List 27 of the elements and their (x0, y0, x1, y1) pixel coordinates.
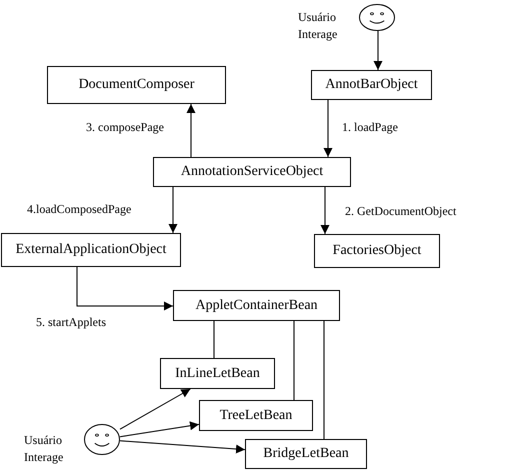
arrow (120, 421, 200, 438)
object-box: FactoriesObject (314, 234, 440, 268)
object-box: BridgeLetBean (245, 439, 367, 469)
arrow (324, 100, 332, 158)
arrow (120, 440, 246, 454)
object-box: ExternalApplicationObject (1, 233, 181, 267)
edge-label: 1. loadPage (342, 121, 398, 133)
arrow (76, 266, 174, 310)
object-box: InLineLetBean (160, 358, 275, 389)
edge-label: 5. startApplets (36, 316, 106, 328)
arrow (186, 104, 196, 158)
edge-label: 3. composePage (86, 121, 164, 133)
arrow (168, 186, 178, 234)
object-box: TreeLetBean (199, 400, 313, 431)
smiley-face-icon (84, 424, 120, 455)
edge-label: 2. GetDocumentObject (345, 205, 456, 217)
object-box: AnnotationServiceObject (153, 157, 351, 187)
actor-label: Usuário Interage (24, 432, 64, 466)
arrow (374, 30, 382, 70)
edge-label: 4.loadComposedPage (27, 203, 132, 215)
arrow (320, 186, 330, 234)
arrow (120, 388, 191, 430)
object-box: AppletContainerBean (173, 290, 340, 321)
object-box: AnnotBarObject (311, 70, 432, 100)
smiley-face-icon (359, 4, 395, 31)
actor-label: Usuário Interage (298, 9, 338, 43)
object-box: DocumentComposer (47, 66, 226, 104)
